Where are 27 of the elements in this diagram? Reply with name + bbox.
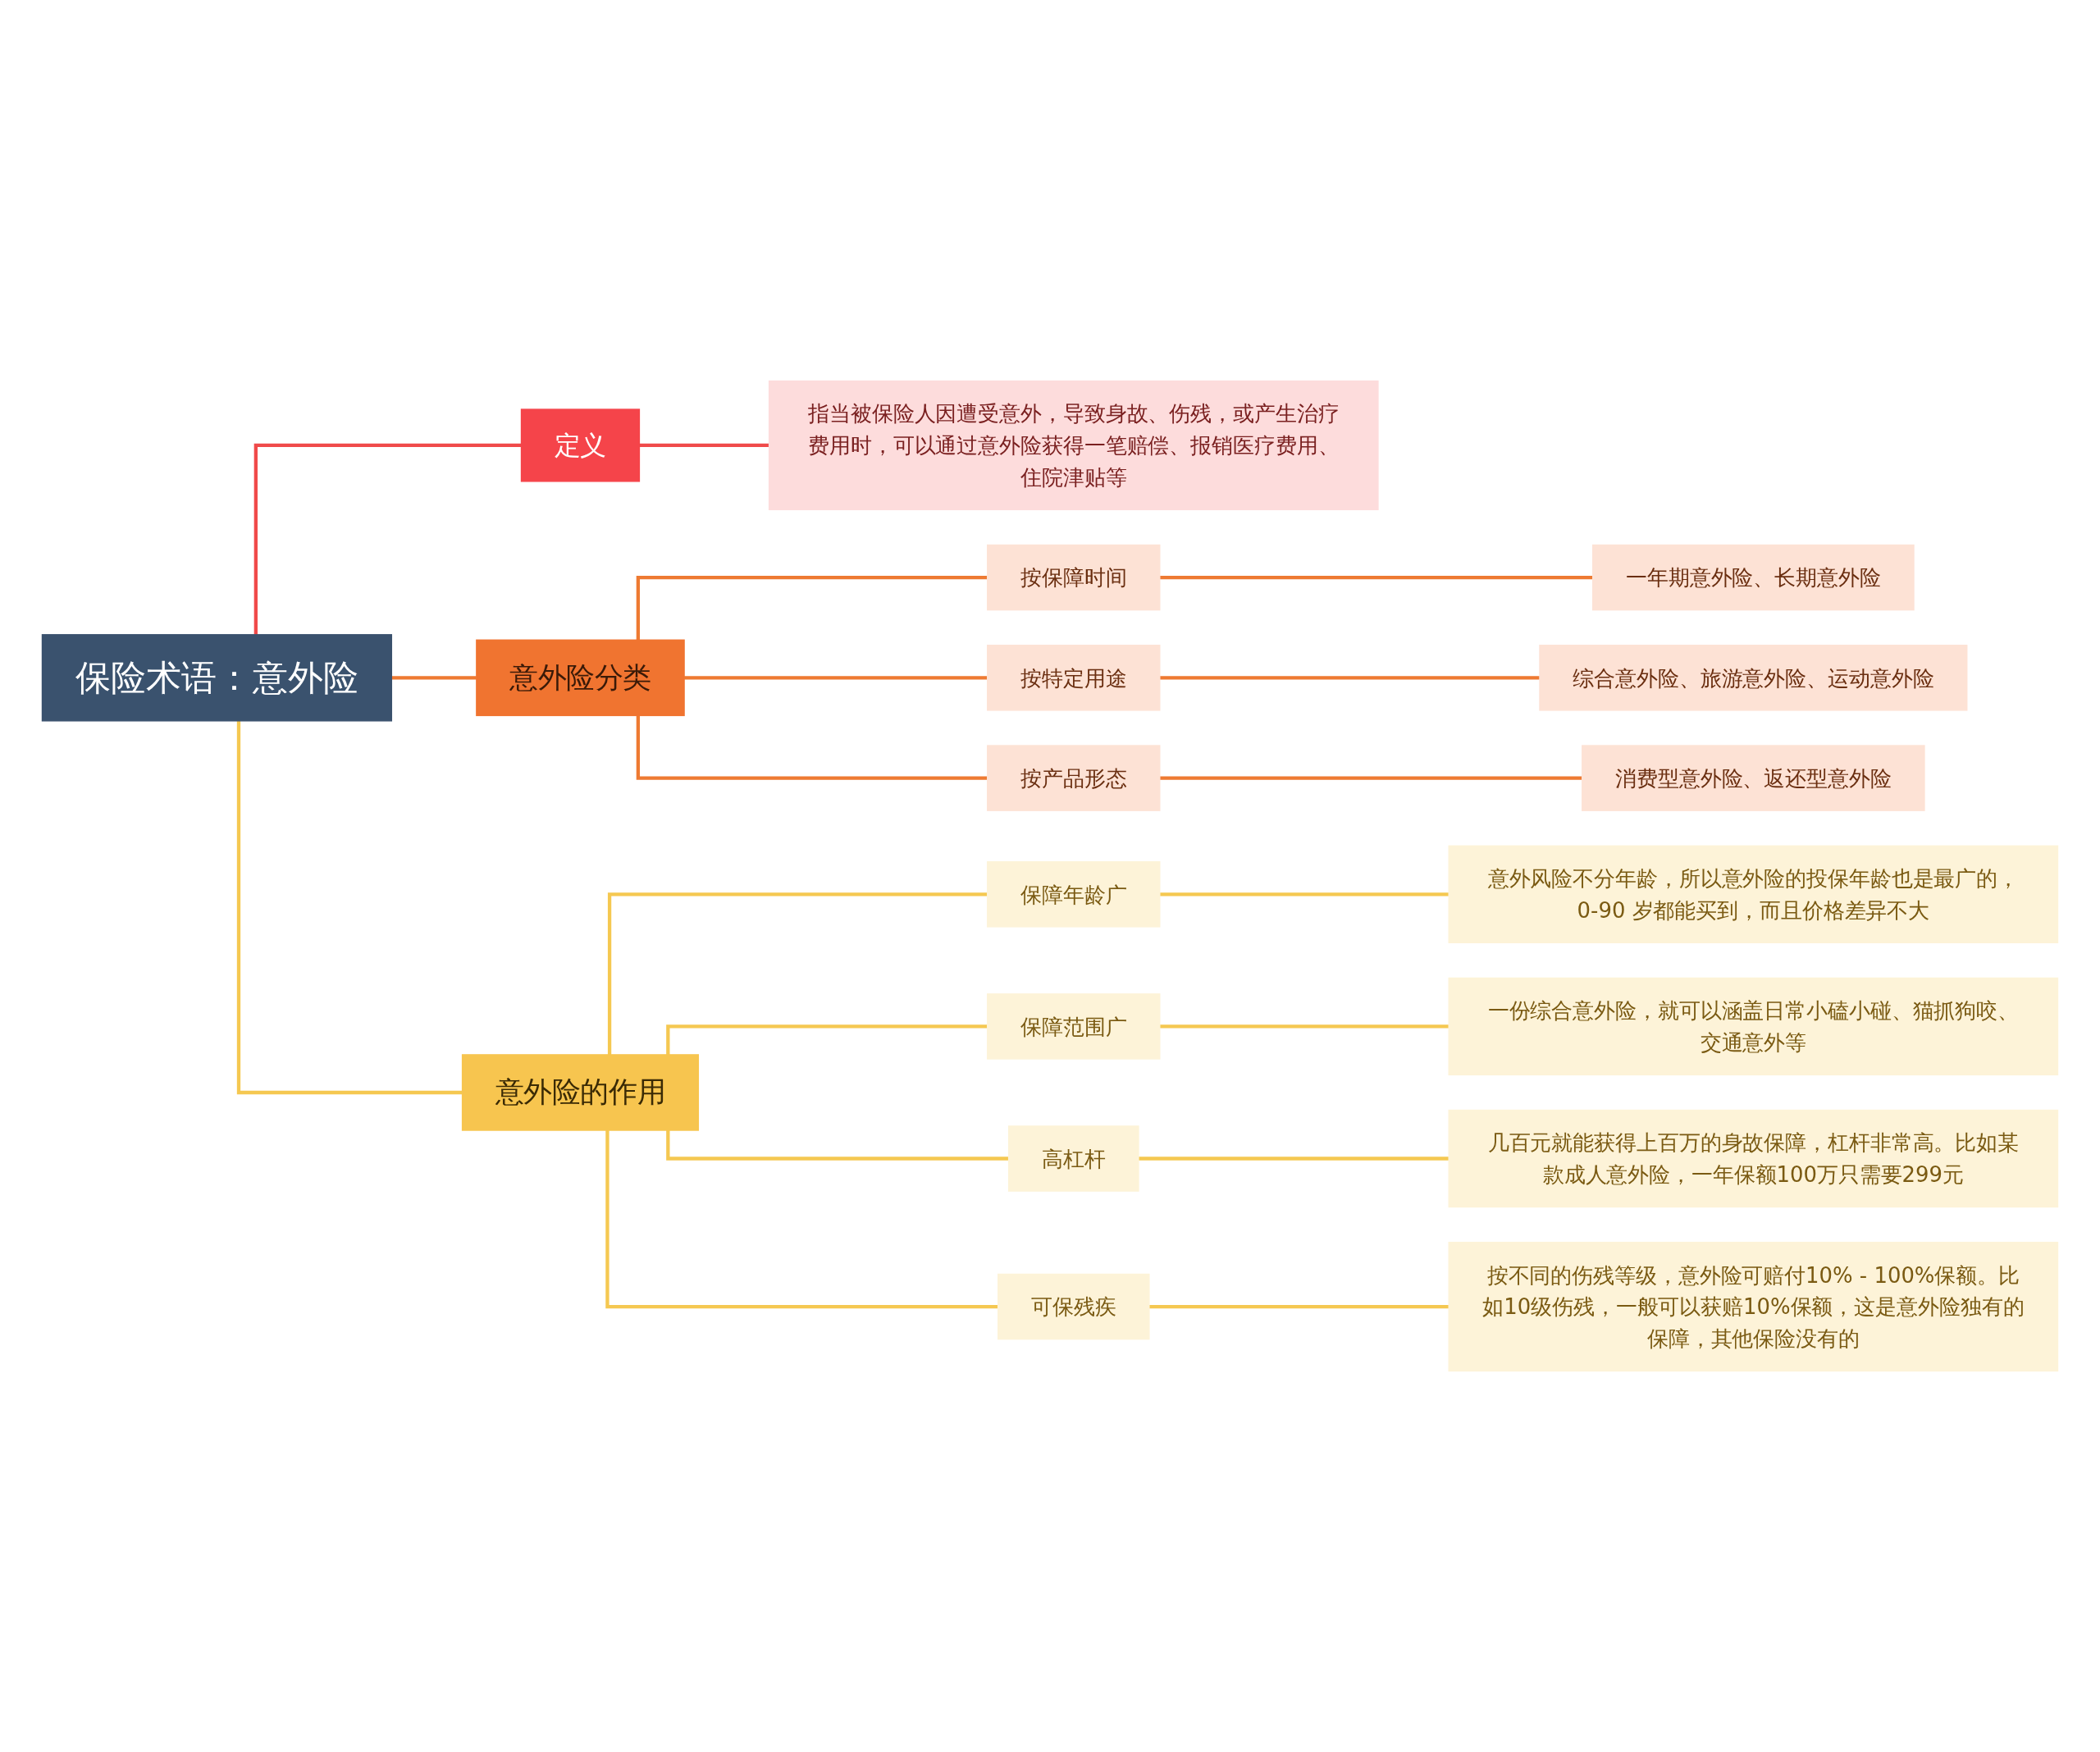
node-box: 综合意外险、旅游意外险、运动意外险 xyxy=(1539,645,1968,711)
node-box: 按特定用途 xyxy=(987,645,1161,711)
connector xyxy=(605,1130,998,1309)
node-box: 几百元就能获得上百万的身故保障，杠杆非常高。比如某款成人意外险，一年保额100万只需要299元 xyxy=(1448,1109,2059,1208)
connector xyxy=(636,575,988,641)
node-box: 保障年龄广 xyxy=(987,861,1161,928)
node-box: 可保残疾 xyxy=(998,1273,1150,1340)
connector xyxy=(607,892,988,1055)
node-box: 保障范围广 xyxy=(987,993,1161,1060)
node-box: 按产品形态 xyxy=(987,745,1161,811)
connector xyxy=(636,715,988,780)
node-box: 意外风险不分年龄，所以意外险的投保年龄也是最广的，0-90 岁都能买到，而且价格差异不大 xyxy=(1448,845,2059,943)
connector xyxy=(666,1130,1009,1161)
node-box: 按保障时间 xyxy=(987,544,1161,611)
connector xyxy=(253,443,522,635)
node-box: 意外险分类 xyxy=(476,639,685,717)
node-box: 按不同的伤残等级，意外险可赔付10% - 100%保额。比如10级伤残，一般可以获赔10%保额，这是意外险独有的保障，其他保险没有的 xyxy=(1448,1241,2059,1372)
node-box: 定义 xyxy=(520,408,641,482)
node-box: 指当被保险人因遭受意外，导致身故、伤残，或产生治疗费用时，可以通过意外险获得一笔赔偿、报销医疗费用、住院津贴等 xyxy=(768,380,1379,511)
connector xyxy=(236,720,463,1095)
connector xyxy=(666,1024,988,1055)
node-box: 保险术语：意外险 xyxy=(41,634,393,722)
node-box: 一份综合意外险，就可以涵盖日常小磕小碰、猫抓狗咬、交通意外等 xyxy=(1448,977,2059,1076)
node-box: 高杠杆 xyxy=(1007,1125,1139,1192)
node-box: 意外险的作用 xyxy=(461,1054,700,1131)
node-box: 消费型意外险、返还型意外险 xyxy=(1582,745,1925,811)
node-box: 一年期意外险、长期意外险 xyxy=(1592,544,1915,611)
